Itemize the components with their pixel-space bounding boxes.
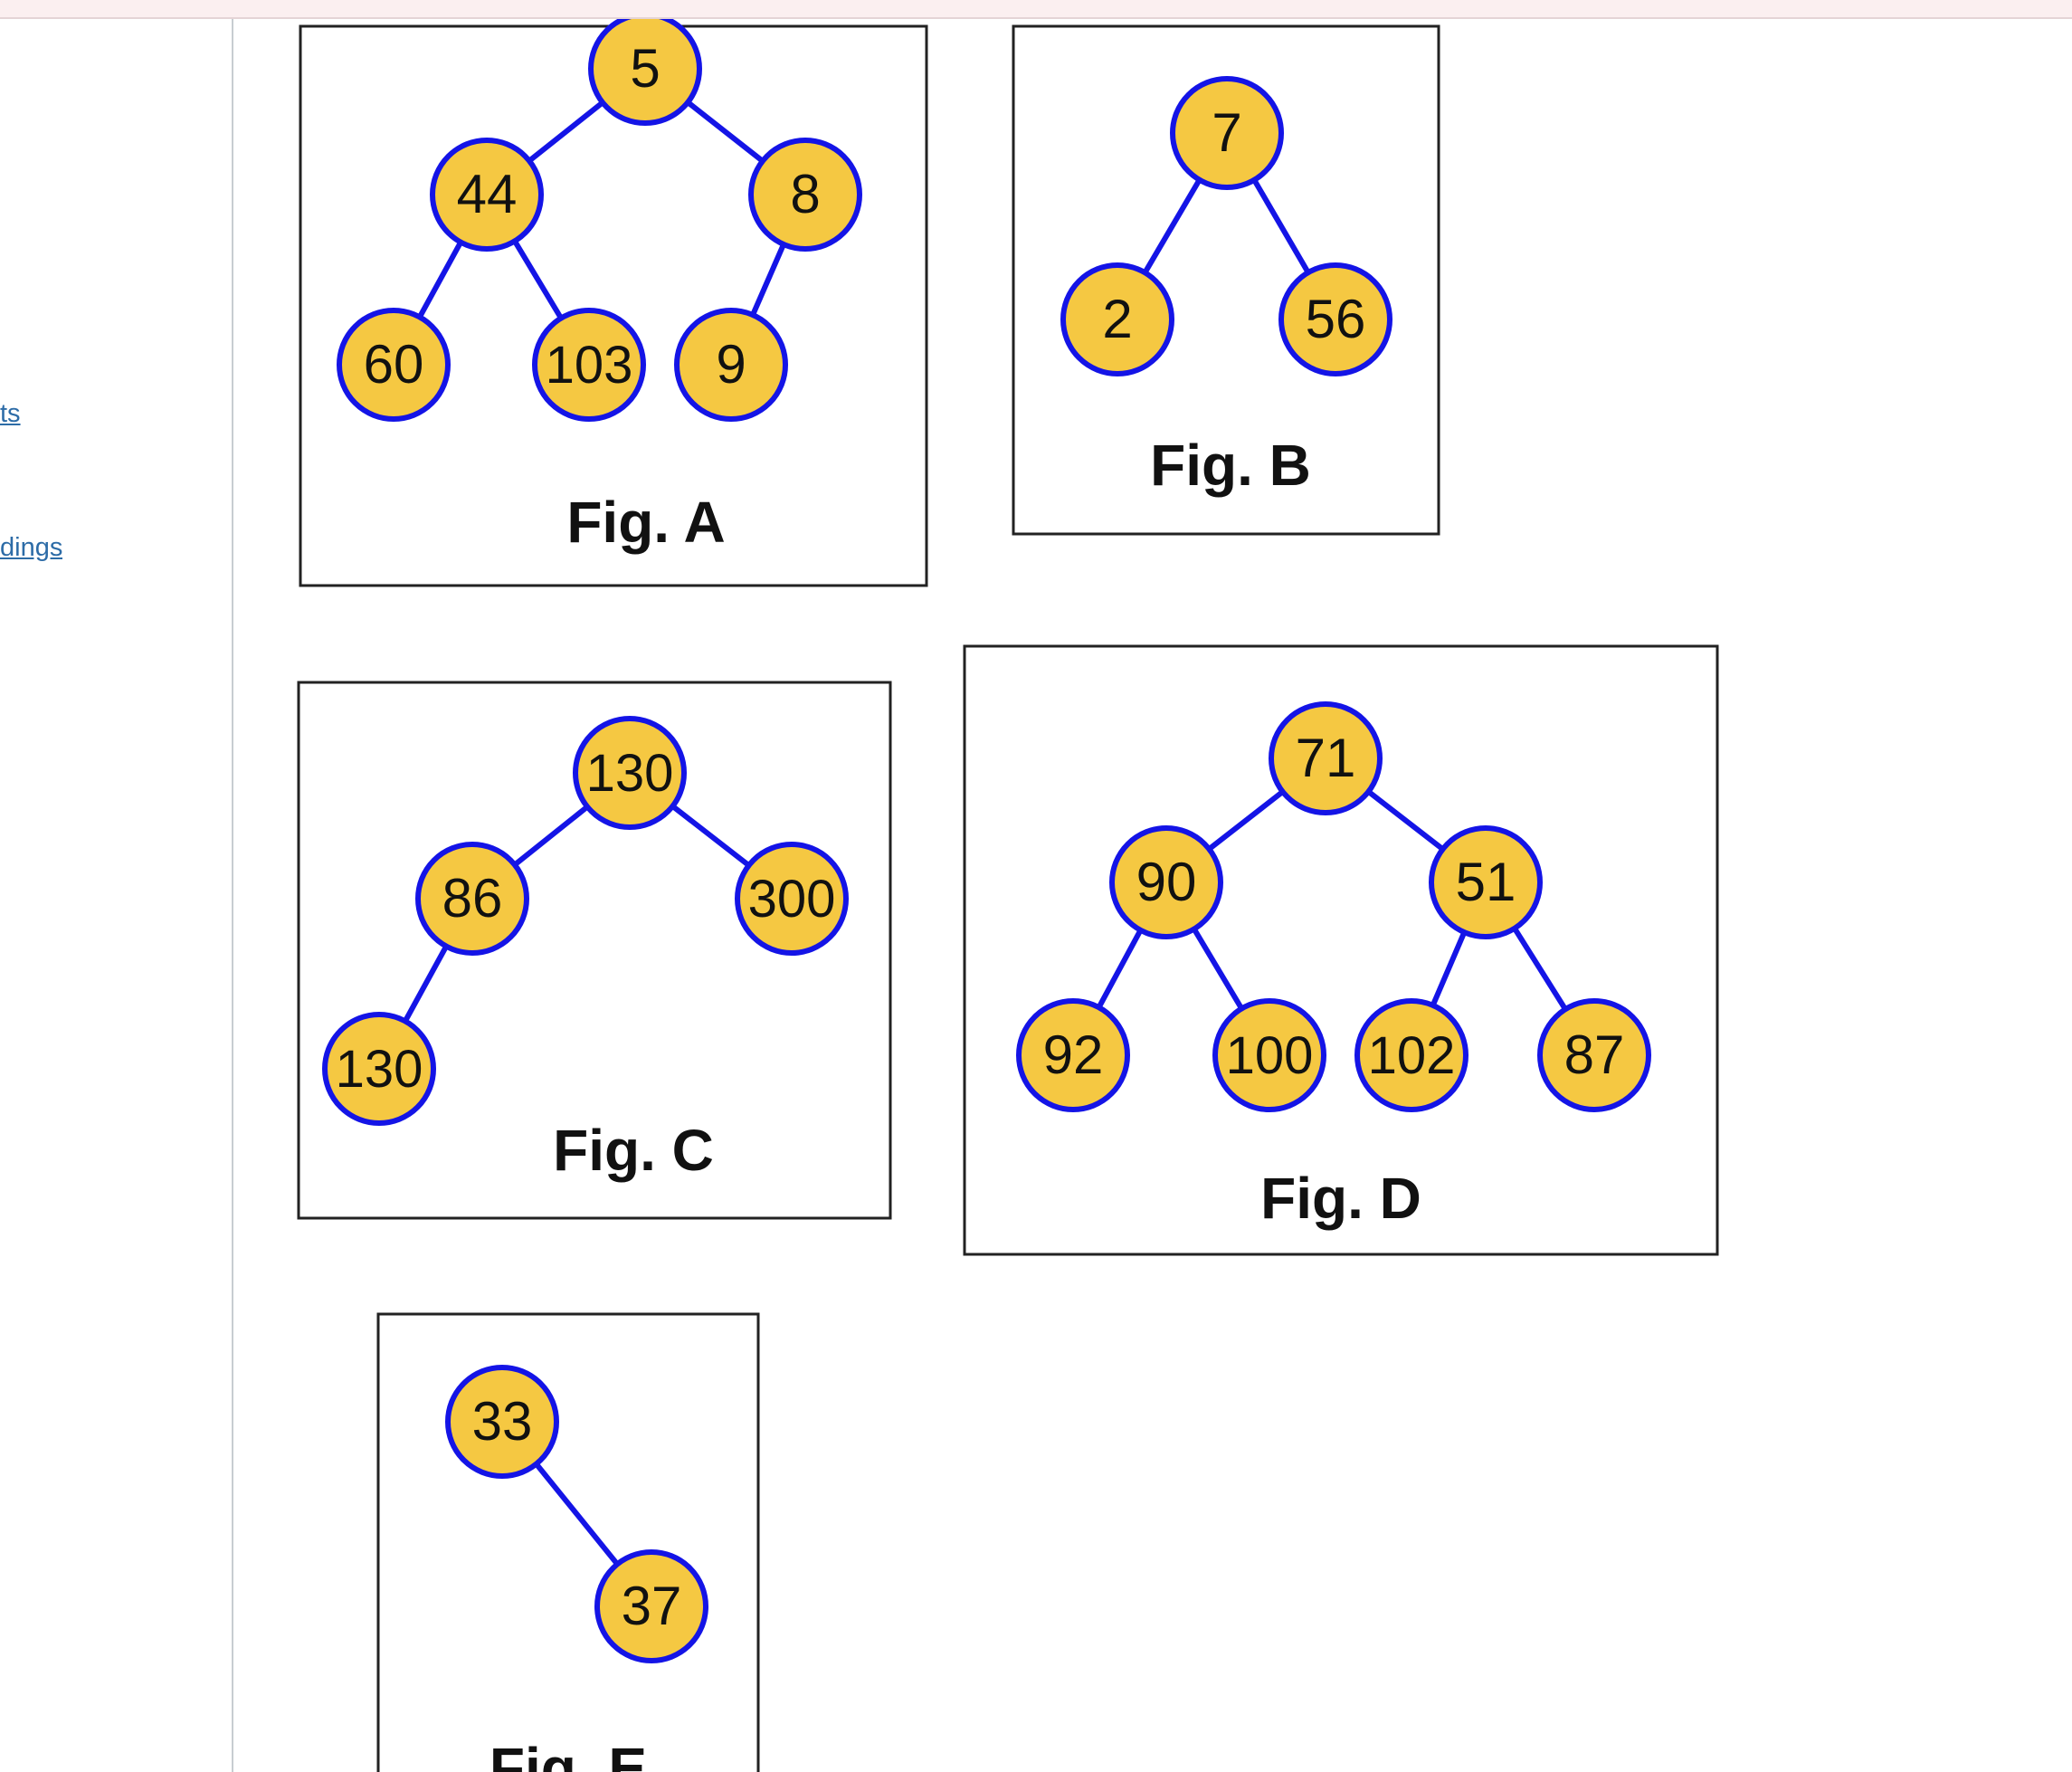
tree-node-circle	[1537, 998, 1651, 1112]
tree-node-value: 33	[472, 1391, 533, 1452]
tree-node-value: 7	[1212, 102, 1241, 163]
tree-node-circle	[588, 19, 702, 126]
fig-a-caption: Fig. A	[566, 490, 725, 555]
tree-node-circle	[748, 138, 862, 252]
fig-b-frame	[1012, 24, 1440, 536]
tree-node-d-92: 92	[1016, 998, 1130, 1112]
tree-node-value: 130	[586, 744, 674, 803]
tree-node-circle	[573, 716, 687, 830]
tree-node-circle	[430, 138, 544, 252]
figure-fig-d: 71 90 51 92 100 102 87 Fig. D	[963, 644, 1719, 1256]
tree-node-value: 92	[1043, 1024, 1104, 1085]
fig-e-caption: Fig. E	[489, 1736, 647, 1772]
fig-c-caption: Fig. C	[553, 1118, 714, 1183]
tree-node-c-300: 300	[735, 842, 849, 956]
tree-node-a-8: 8	[748, 138, 862, 252]
tree-node-circle	[1354, 998, 1468, 1112]
fig-c-frame	[297, 681, 892, 1220]
fig-a-nodes: 5 44 8 60 103 9	[337, 19, 862, 422]
tree-node-value: 60	[364, 334, 424, 395]
sidebar-link-1[interactable]: ts	[0, 399, 21, 428]
tree-node-circle	[594, 1549, 708, 1663]
tree-node-a-60: 60	[337, 308, 451, 422]
tree-node-d-51: 51	[1429, 825, 1543, 939]
figure-fig-e: 33 37 Fig. E	[376, 1312, 760, 1772]
tree-node-value: 8	[790, 164, 820, 224]
tree-node-value: 87	[1564, 1024, 1625, 1085]
tree-node-d-102: 102	[1354, 998, 1468, 1112]
figure-fig-a: 5 44 8 60 103 9 Fig. A	[299, 19, 928, 587]
tree-node-value: 44	[457, 164, 518, 224]
fig-e-nodes: 33 37	[445, 1365, 708, 1663]
tree-node-circle	[1109, 825, 1223, 939]
tree-node-value: 9	[716, 334, 746, 395]
tree-node-circle	[1170, 76, 1284, 190]
fig-c-nodes: 130 86 300 130	[322, 716, 849, 1126]
fig-d-frame	[963, 644, 1719, 1256]
tree-node-c-130-root: 130	[573, 716, 687, 830]
tree-node-a-103: 103	[532, 308, 646, 422]
course-sidebar: ts dings	[0, 19, 233, 1772]
tree-node-value: 100	[1226, 1026, 1314, 1085]
tree-node-b-2: 2	[1060, 262, 1174, 376]
tree-node-d-71: 71	[1269, 701, 1383, 815]
tree-node-circle	[1269, 701, 1383, 815]
tree-node-b-7: 7	[1170, 76, 1284, 190]
tree-node-value: 51	[1456, 852, 1516, 912]
tree-node-circle	[1212, 998, 1326, 1112]
fig-d-caption: Fig. D	[1260, 1166, 1421, 1231]
tree-node-circle	[322, 1012, 436, 1126]
tree-node-circle	[532, 308, 646, 422]
browser-top-bar	[0, 0, 2072, 19]
tree-node-b-56: 56	[1278, 262, 1392, 376]
tree-node-d-100: 100	[1212, 998, 1326, 1112]
fig-d-nodes: 71 90 51 92 100 102 87	[1016, 701, 1651, 1112]
tree-node-circle	[337, 308, 451, 422]
tree-node-e-37: 37	[594, 1549, 708, 1663]
tree-node-value: 56	[1306, 289, 1366, 349]
tree-node-e-33: 33	[445, 1365, 559, 1479]
fig-b-nodes: 7 2 56	[1060, 76, 1392, 376]
tree-node-value: 71	[1296, 728, 1356, 788]
tree-node-a-44: 44	[430, 138, 544, 252]
fig-b-caption: Fig. B	[1150, 433, 1311, 498]
tree-node-value: 103	[546, 336, 633, 395]
sidebar-link-2[interactable]: dings	[0, 533, 63, 562]
tree-node-value: 130	[336, 1040, 423, 1099]
tree-node-value: 300	[748, 870, 836, 929]
tree-node-circle	[1429, 825, 1543, 939]
tree-node-circle	[735, 842, 849, 956]
tree-node-circle	[1016, 998, 1130, 1112]
figure-fig-b: 7 2 56 Fig. B	[1012, 24, 1440, 536]
figure-fig-c: 130 86 300 130 Fig. C	[297, 681, 892, 1220]
tree-node-circle	[415, 842, 529, 956]
tree-node-c-130-leaf: 130	[322, 1012, 436, 1126]
tree-node-a-9: 9	[674, 308, 788, 422]
tree-node-circle	[1278, 262, 1392, 376]
tree-node-d-87: 87	[1537, 998, 1651, 1112]
tree-node-d-90: 90	[1109, 825, 1223, 939]
tree-node-value: 2	[1102, 289, 1132, 349]
tree-node-circle	[445, 1365, 559, 1479]
tree-node-value: 5	[630, 38, 660, 99]
tree-node-circle	[674, 308, 788, 422]
tree-node-value: 90	[1136, 852, 1197, 912]
fig-e-frame	[376, 1312, 760, 1772]
tree-node-circle	[1060, 262, 1174, 376]
tree-node-value: 86	[442, 868, 503, 929]
tree-node-value: 102	[1368, 1026, 1456, 1085]
tree-node-c-86: 86	[415, 842, 529, 956]
tree-node-value: 37	[622, 1576, 682, 1636]
tree-node-a-5: 5	[588, 19, 702, 126]
